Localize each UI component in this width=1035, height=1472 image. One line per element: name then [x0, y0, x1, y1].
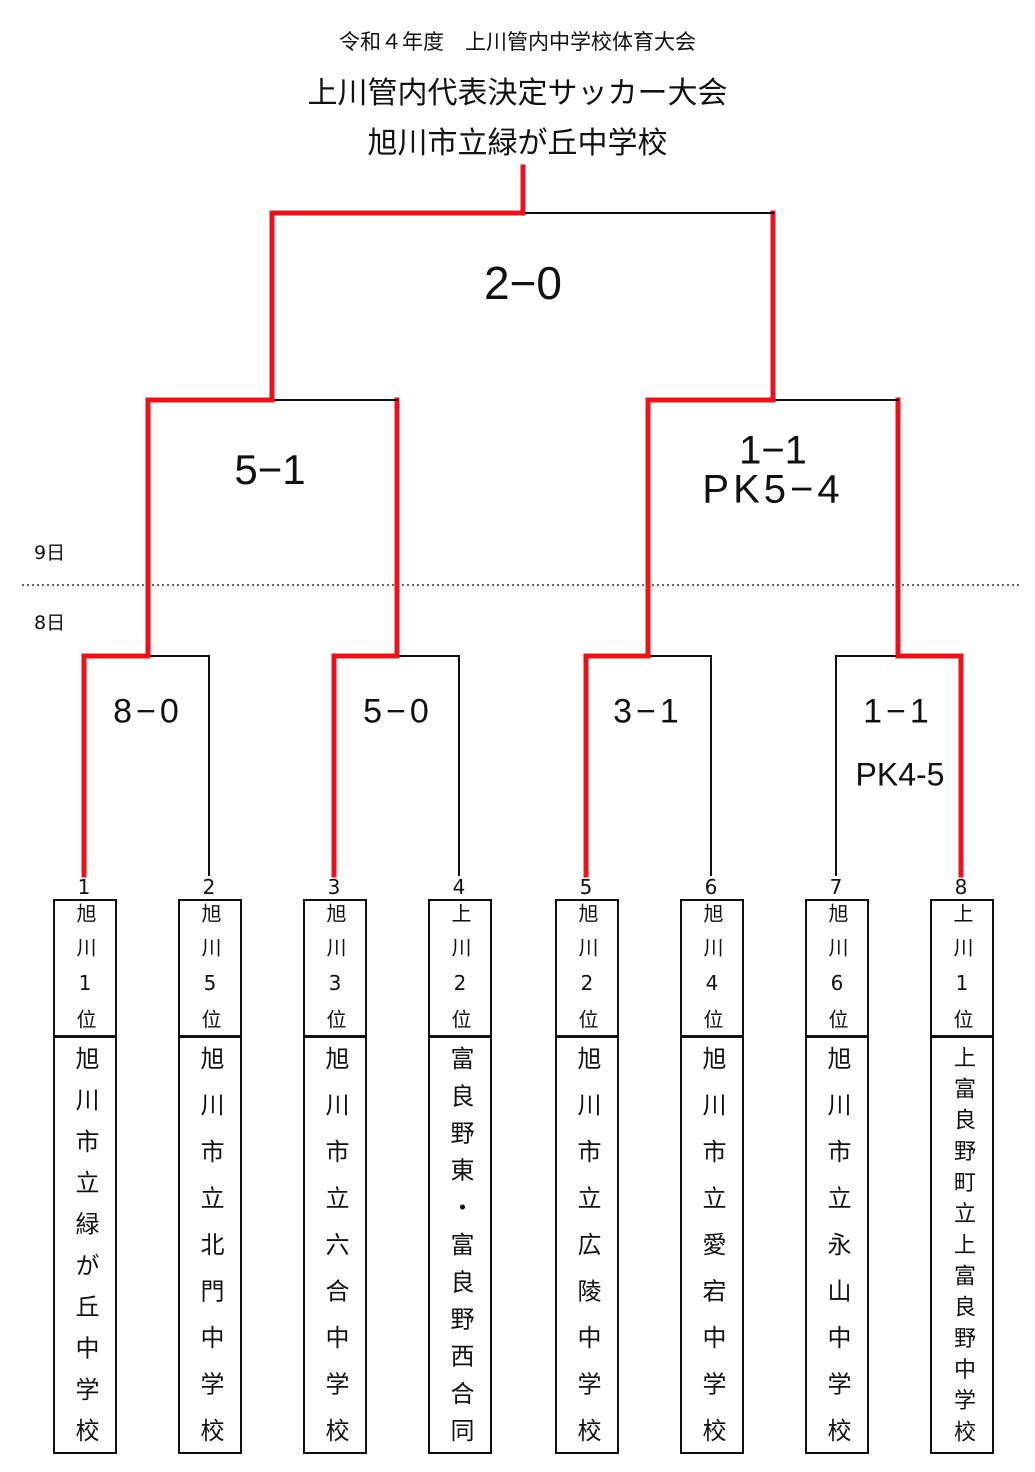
team-name: 上富良野町立上富良野中学校	[950, 1046, 975, 1442]
team-seed-box: 旭川5位	[178, 899, 242, 1037]
team-name: 旭川市立永山中学校	[823, 1046, 851, 1442]
day-label-9: 9日	[34, 542, 66, 564]
team-seed-box: 旭川2位	[555, 899, 619, 1037]
team-name: 旭川市立愛宕中学校	[698, 1046, 726, 1442]
score-qf2: 5−0	[363, 692, 433, 731]
team-seed: 旭川3位	[323, 903, 347, 1029]
team-name-box: 旭川市立永山中学校	[805, 1036, 869, 1454]
team-number: 3	[327, 875, 341, 899]
team-seed-box: 上川2位	[428, 899, 492, 1037]
tournament-title: 上川管内代表決定サッカー大会	[307, 76, 728, 111]
score-semi-right: 1−1	[739, 428, 807, 473]
score-qf3: 3−1	[613, 692, 683, 731]
team-name-box: 旭川市立六合中学校	[303, 1036, 367, 1454]
team-seed: 旭川5位	[198, 903, 222, 1029]
team-seed: 旭川4位	[700, 903, 724, 1029]
team-seed: 旭川2位	[575, 903, 599, 1029]
team-name-box: 旭川市立愛宕中学校	[680, 1036, 744, 1454]
team-seed-box: 上川1位	[930, 899, 994, 1037]
pk-semi-right: PK5−4	[702, 467, 844, 512]
team-number: 5	[579, 875, 593, 899]
team-number: 8	[954, 875, 968, 899]
score-qf1: 8−0	[113, 692, 183, 731]
team-name-box: 旭川市立北門中学校	[178, 1036, 242, 1454]
team-name: 旭川市立広陵中学校	[573, 1046, 601, 1442]
pk-qf4: PK4-5	[855, 756, 945, 793]
score-qf4: 1−1	[863, 692, 933, 731]
team-number: 2	[202, 875, 216, 899]
team-name-box: 富良野東・富良野西合同	[428, 1036, 492, 1454]
team-name: 旭川市立北門中学校	[196, 1046, 224, 1442]
team-name: 富良野東・富良野西合同	[446, 1046, 474, 1442]
team-seed-box: 旭川4位	[680, 899, 744, 1037]
team-number: 4	[452, 875, 466, 899]
team-seed: 上川1位	[950, 903, 974, 1029]
team-name: 旭川市立六合中学校	[321, 1046, 349, 1442]
team-seed-box: 旭川1位	[53, 899, 117, 1037]
team-seed: 上川2位	[448, 903, 472, 1029]
team-seed-box: 旭川6位	[805, 899, 869, 1037]
team-number: 6	[704, 875, 718, 899]
day-label-8: 8日	[34, 612, 66, 634]
tournament-subtitle: 令和４年度 上川管内中学校体育大会	[339, 30, 696, 54]
team-seed-box: 旭川3位	[303, 899, 367, 1037]
team-seed: 旭川6位	[825, 903, 849, 1029]
team-name-box: 旭川市立広陵中学校	[555, 1036, 619, 1454]
score-semi-left: 5−1	[234, 446, 306, 493]
team-seed: 旭川1位	[73, 903, 97, 1029]
score-final: 2−0	[483, 257, 563, 309]
champion-name: 旭川市立緑が丘中学校	[367, 126, 668, 161]
team-name-box: 上富良野町立上富良野中学校	[930, 1036, 994, 1454]
team-name-box: 旭川市立緑が丘中学校	[53, 1036, 117, 1454]
team-number: 7	[829, 875, 843, 899]
team-number: 1	[77, 875, 91, 899]
team-name: 旭川市立緑が丘中学校	[71, 1046, 99, 1442]
